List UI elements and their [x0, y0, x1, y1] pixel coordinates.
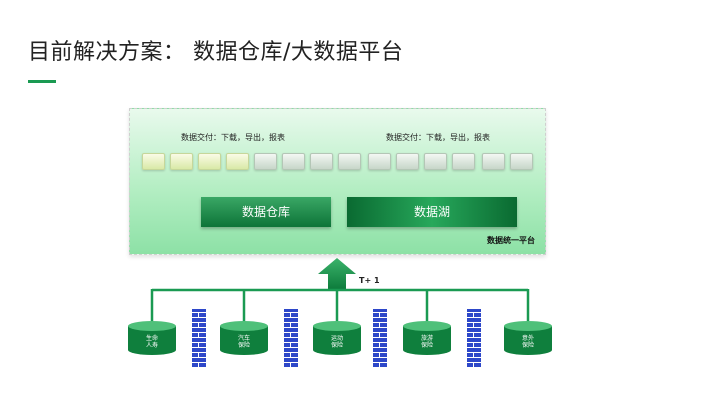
database-auto: 汽车 保险 [219, 320, 269, 356]
database-label: 旅游 [420, 335, 433, 342]
upload-arrow-icon [318, 258, 356, 290]
database-label: 生命 [145, 335, 158, 342]
t-plus-one-label: T+ 1 [359, 276, 380, 285]
firewall-icon [284, 309, 298, 367]
database-label: 人寿 [145, 342, 158, 349]
database-travel: 旅游 保险 [402, 320, 452, 356]
report-tile [510, 153, 533, 170]
report-tile [226, 153, 249, 170]
report-tile [282, 153, 305, 170]
database-life: 生命 人寿 [127, 320, 177, 356]
report-tile [254, 153, 277, 170]
report-tile [338, 153, 361, 170]
database-icon [313, 321, 361, 355]
firewall-icon [467, 309, 481, 367]
firewall-icon [373, 309, 387, 367]
database-accident: 意外 保险 [503, 320, 553, 356]
title-underline [28, 80, 56, 83]
database-label: 运动 [330, 335, 343, 342]
database-icon [504, 321, 552, 355]
report-tile [170, 153, 193, 170]
report-tile [424, 153, 447, 170]
database-label: 保险 [237, 342, 250, 349]
report-tile [198, 153, 221, 170]
data-unified-platform: 数据交付：下载，导出，报表 数据交付：下载，导出，报表 数据仓库 数据湖 数据统… [129, 108, 546, 255]
database-icon [128, 321, 176, 355]
database-label: 意外 [521, 335, 534, 342]
platform-label: 数据统一平台 [487, 236, 535, 245]
database-label: 保险 [330, 342, 343, 349]
report-tile [142, 153, 165, 170]
report-tile [452, 153, 475, 170]
database-label: 保险 [420, 342, 433, 349]
database-icon [403, 321, 451, 355]
page-title: 目前解决方案： 数据仓库/大数据平台 [28, 40, 404, 65]
database-icon [220, 321, 268, 355]
delivery-label-left: 数据交付：下载，导出，报表 [181, 133, 285, 142]
database-sport: 运动 保险 [312, 320, 362, 356]
report-tile [396, 153, 419, 170]
database-label: 汽车 [237, 335, 250, 342]
database-label: 保险 [521, 342, 534, 349]
firewall-icon [192, 309, 206, 367]
report-tile [310, 153, 333, 170]
data-lake-box: 数据湖 [347, 197, 517, 227]
data-warehouse-box: 数据仓库 [201, 197, 331, 227]
report-tile [482, 153, 505, 170]
delivery-label-right: 数据交付：下载，导出，报表 [386, 133, 490, 142]
report-tile [368, 153, 391, 170]
